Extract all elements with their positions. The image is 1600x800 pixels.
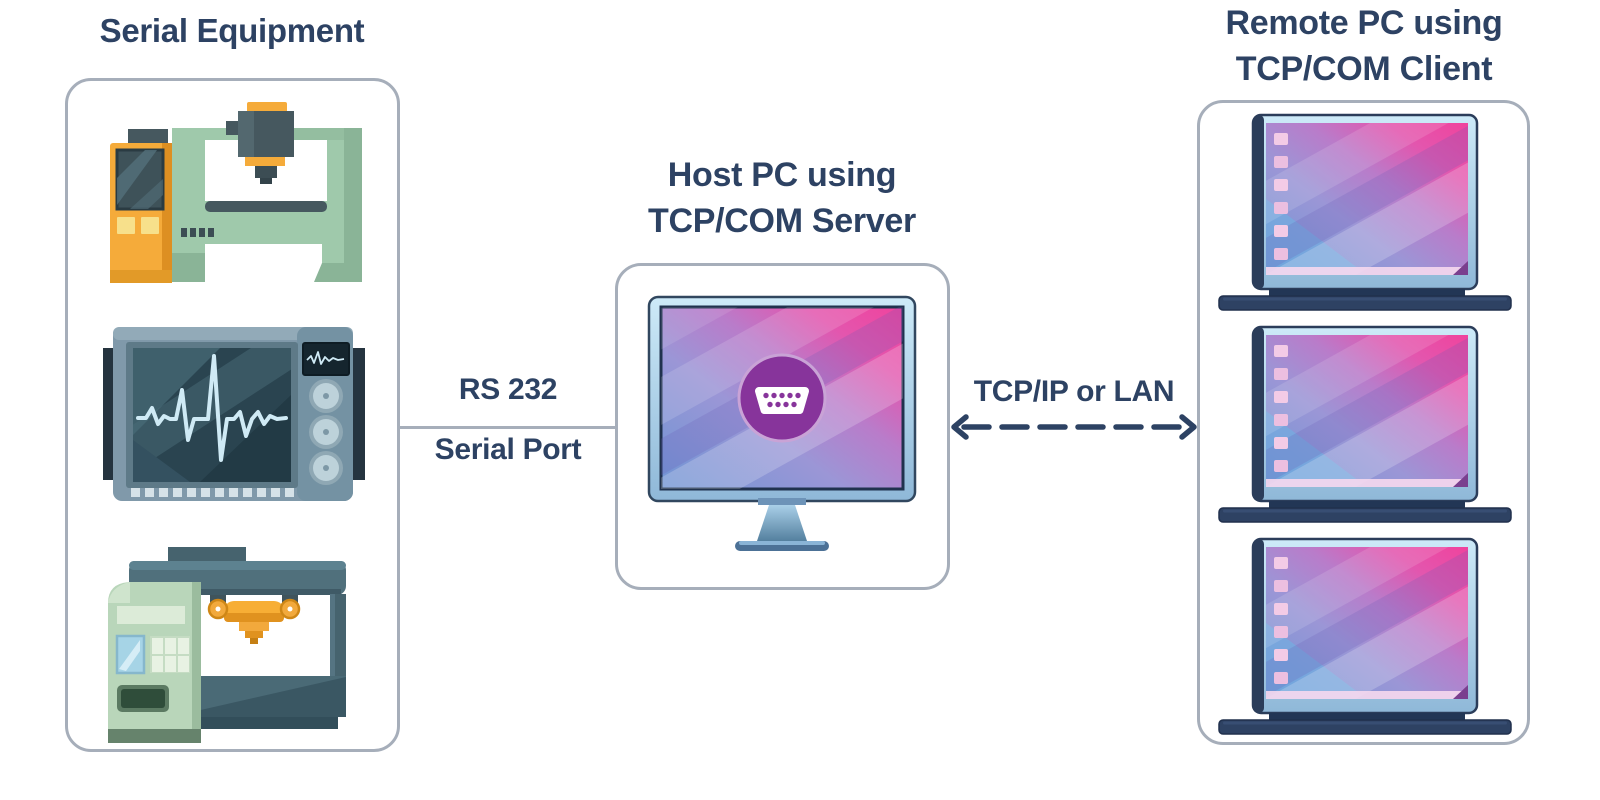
laptop-icon [1217,325,1513,525]
laptop-icon [1217,537,1513,737]
remote-pc-title-line2: TCP/COM Client [1235,50,1493,88]
remote-pc-title-line1: Remote PC using [1225,4,1503,42]
tcpip-dashed-arrow [951,414,1197,440]
press-machine-icon [108,547,346,743]
rs232-label: RS 232 [458,373,558,406]
db9-serial-port-icon [737,353,827,443]
host-pc-title-line2: TCP/COM Server [648,202,916,240]
remote-pc-title: Remote PC using TCP/COM Client [1190,0,1538,92]
host-monitor-icon [647,295,917,551]
cnc-machine-icon [110,102,362,283]
scope-knobs [309,379,343,485]
serial-equipment-title: Serial Equipment [99,12,365,49]
oscilloscope-icon [103,327,365,501]
tcpip-label: TCP/IP or LAN [973,375,1175,408]
rs232-connector-line [397,426,615,429]
host-pc-title: Host PC using TCP/COM Server [612,152,952,244]
serial-port-label: Serial Port [434,433,582,466]
host-pc-title-line1: Host PC using [667,156,897,194]
laptop-icon [1217,113,1513,313]
